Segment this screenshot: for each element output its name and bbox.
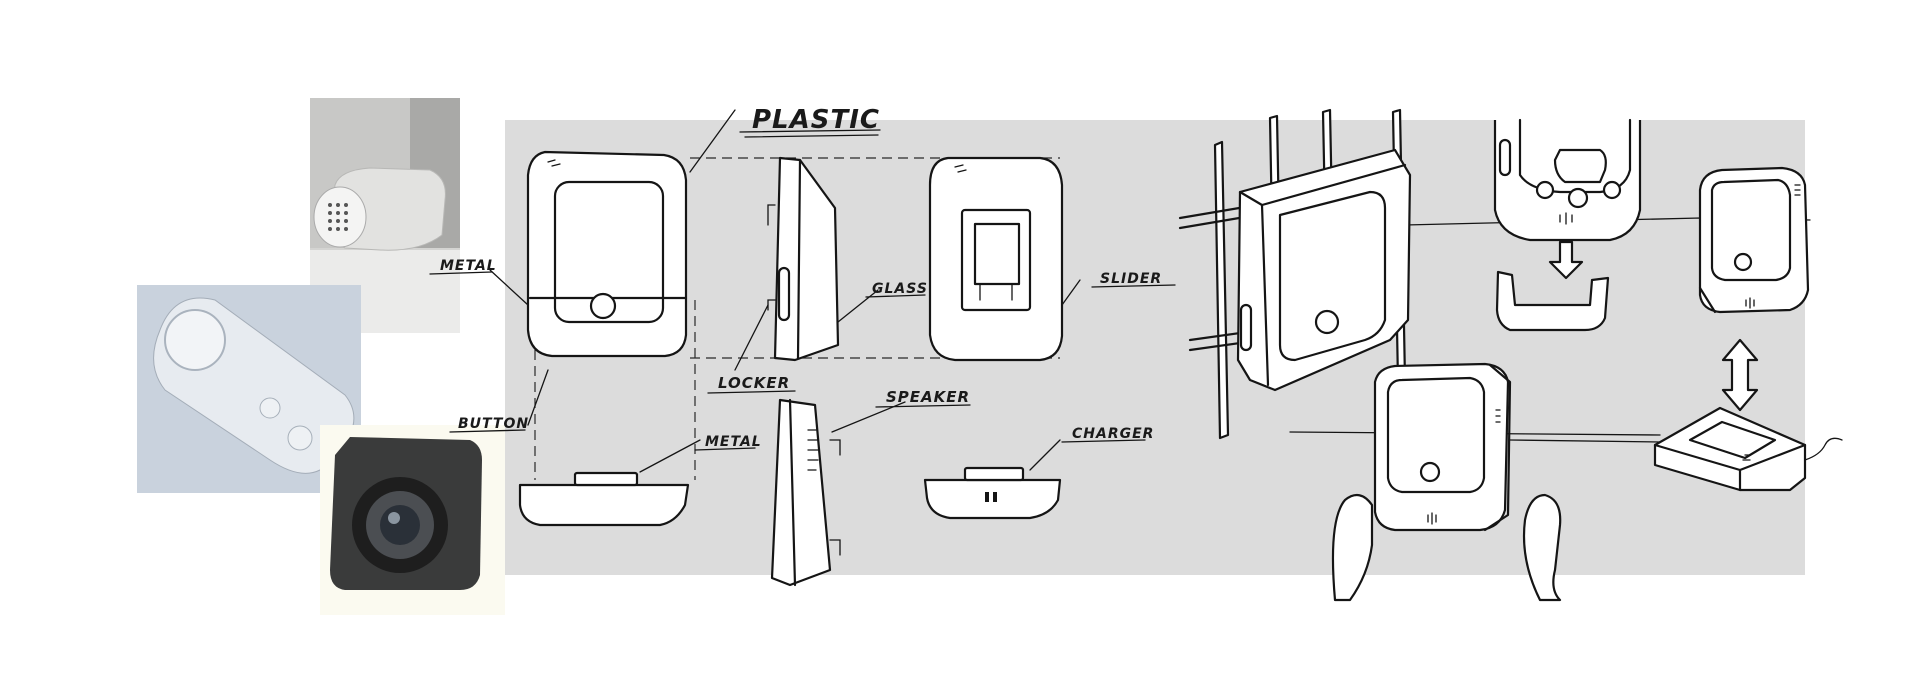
label-glass: GLASS xyxy=(872,281,928,297)
sketch-charger-view xyxy=(923,466,1062,520)
double-arrow-icon xyxy=(1721,338,1759,412)
sketch-speaker-side-view xyxy=(770,398,841,587)
sketch-back-view xyxy=(928,156,1064,362)
label-slider: SLIDER xyxy=(1100,271,1162,287)
label-metal-bottom: METAL xyxy=(705,434,762,450)
sketch-charging-dock xyxy=(1653,406,1843,492)
label-charger: CHARGER xyxy=(1072,426,1154,442)
label-button: BUTTON xyxy=(458,416,529,432)
label-locker: LOCKER xyxy=(718,374,790,392)
sketch-handheld-device xyxy=(1331,362,1562,602)
sketch-device-top-right xyxy=(1698,166,1810,314)
sketch-device-underside xyxy=(1493,118,1642,332)
label-speaker: SPEAKER xyxy=(886,388,970,406)
sketch-front-view xyxy=(526,150,688,358)
sketch-bottom-view-left xyxy=(518,471,690,527)
reference-photo-camera xyxy=(320,425,505,615)
sketch-wall-mount xyxy=(1178,108,1412,440)
label-metal-top: METAL xyxy=(440,258,497,274)
sketch-side-view xyxy=(767,156,840,362)
